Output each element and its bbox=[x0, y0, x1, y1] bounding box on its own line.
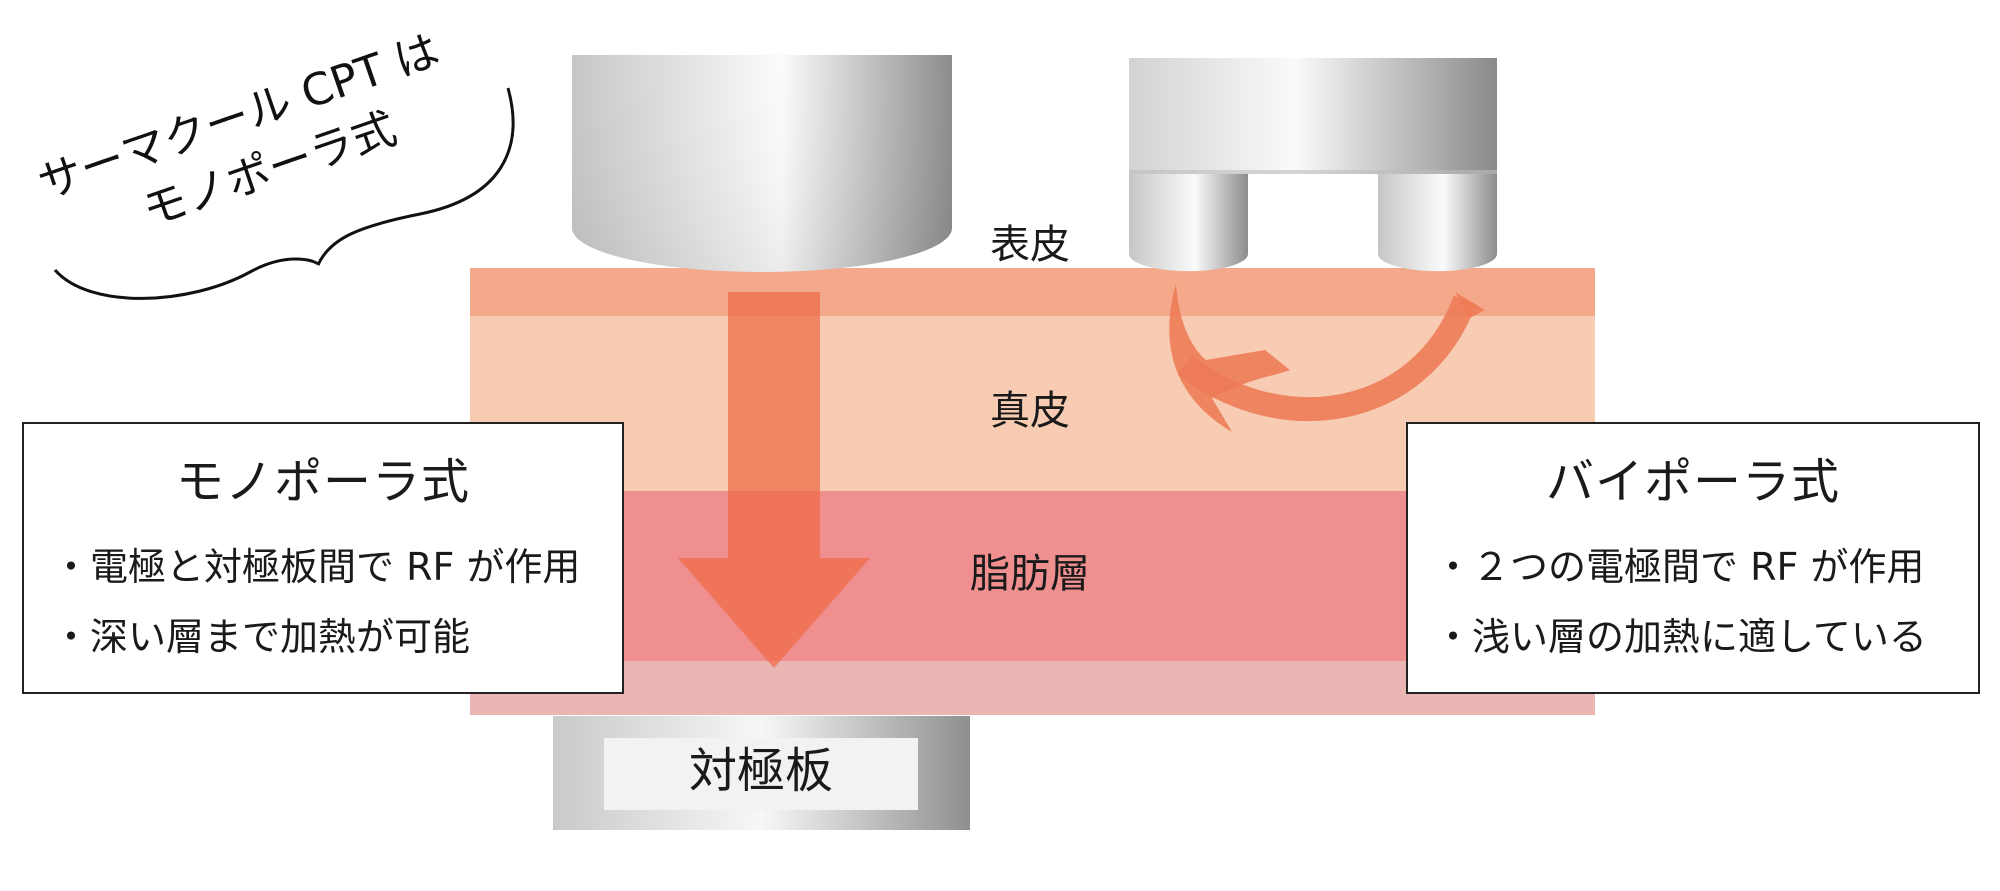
bipolar-item: ・２つの電極間で RF が作用 bbox=[1434, 545, 1925, 589]
bipolar-electrode bbox=[1129, 58, 1497, 272]
dermis-label: 真皮 bbox=[990, 388, 1070, 434]
bipolar-current-arrow bbox=[1169, 284, 1485, 432]
monopolar-title: モノポーラ式 bbox=[175, 454, 470, 510]
monopolar-info-box: モノポーラ式 ・電極と対極板間で RF が作用 ・深い層まで加熱が可能 bbox=[22, 422, 624, 694]
monopolar-item: ・電極と対極板間で RF が作用 bbox=[52, 545, 581, 589]
bipolar-title: バイポーラ式 bbox=[1545, 454, 1840, 510]
return-plate: 対極板 bbox=[553, 716, 970, 830]
return-plate-label: 対極板 bbox=[689, 743, 833, 799]
monopolar-item: ・深い層まで加熱が可能 bbox=[52, 615, 471, 659]
fat-layer-label: 脂肪層 bbox=[970, 551, 1090, 597]
epidermis-label: 表皮 bbox=[990, 222, 1070, 268]
callout-bubble: サーマクール CPT は モノポーラ式 bbox=[32, 25, 515, 300]
bipolar-item: ・浅い層の加熱に適している bbox=[1434, 615, 1927, 659]
bipolar-info-box: バイポーラ式 ・２つの電極間で RF が作用 ・浅い層の加熱に適している bbox=[1406, 422, 1980, 694]
monopolar-electrode bbox=[572, 55, 952, 272]
epidermis-layer bbox=[470, 268, 1595, 316]
monopolar-current-arrow bbox=[678, 292, 870, 668]
